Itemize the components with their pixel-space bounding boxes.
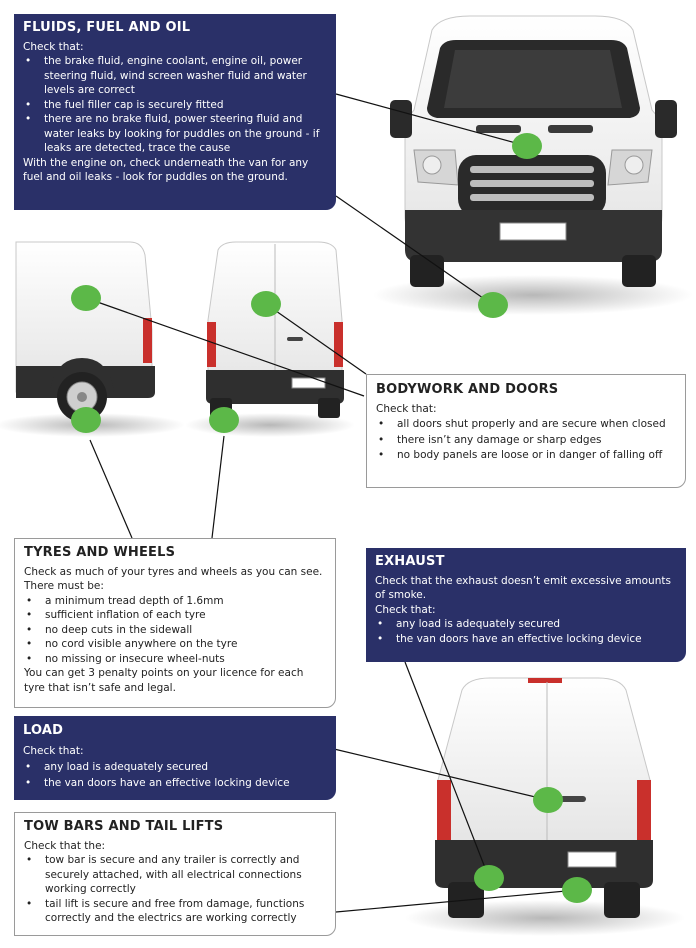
list-item: no deep cuts in the sidewall	[24, 623, 326, 638]
bodywork-intro: Check that:	[376, 402, 437, 415]
marker-fluids	[512, 133, 542, 159]
fluids-outro: With the engine on, check underneath the…	[23, 156, 309, 184]
list-item: the van doors have an effective locking …	[23, 775, 327, 791]
exhaust-title: EXHAUST	[375, 554, 445, 569]
marker-exhaust	[474, 865, 504, 891]
fluids-fuel-oil-panel: FLUIDS, FUEL AND OIL Check that: the bra…	[14, 14, 336, 210]
load-list: any load is adequately secured the van d…	[23, 759, 327, 791]
tyres-list: a minimum tread depth of 1.6mm sufficien…	[24, 594, 326, 667]
list-item: the brake fluid, engine coolant, engine …	[23, 54, 327, 98]
marker-rear-door	[251, 291, 281, 317]
list-item: sufficient inflation of each tyre	[24, 608, 326, 623]
rear-van-bottom	[405, 677, 685, 936]
exhaust-list: any load is adequately secured the van d…	[375, 617, 677, 646]
fluids-intro: Check that:	[23, 40, 84, 53]
exhaust-intro: Check that the exhaust doesn’t emit exce…	[375, 574, 671, 602]
marker-front-wheel	[478, 292, 508, 318]
list-item: no cord visible anywhere on the tyre	[24, 637, 326, 652]
rear-van-middle	[185, 241, 355, 437]
fluids-list: the brake fluid, engine coolant, engine …	[23, 54, 327, 156]
load-title: LOAD	[23, 723, 64, 738]
list-item: all doors shut properly and are secure w…	[376, 417, 676, 433]
fluids-title: FLUIDS, FUEL AND OIL	[23, 20, 191, 35]
bodywork-title: BODYWORK AND DOORS	[376, 382, 559, 397]
list-item: a minimum tread depth of 1.6mm	[24, 594, 326, 609]
exhaust-intro-2: Check that:	[375, 603, 436, 616]
list-item: tow bar is secure and any trailer is cor…	[24, 853, 326, 897]
marker-side-wheel	[71, 407, 101, 433]
bodywork-doors-panel: BODYWORK AND DOORS Check that: all doors…	[366, 374, 686, 488]
tyres-outro: You can get 3 penalty points on your lic…	[24, 667, 304, 694]
exhaust-panel: EXHAUST Check that the exhaust doesn’t e…	[366, 548, 686, 662]
load-panel: LOAD Check that: any load is adequately …	[14, 716, 336, 800]
marker-load	[533, 787, 563, 813]
tyres-intro: Check as much of your tyres and wheels a…	[24, 565, 323, 593]
towbars-title: TOW BARS AND TAIL LIFTS	[24, 819, 224, 834]
list-item: any load is adequately secured	[23, 759, 327, 775]
marker-rear-wheel	[209, 407, 239, 433]
front-van	[373, 15, 693, 315]
tyres-wheels-panel: TYRES AND WHEELS Check as much of your t…	[14, 538, 336, 708]
towbars-list: tow bar is secure and any trailer is cor…	[24, 853, 326, 926]
list-item: there are no brake fluid, power steering…	[23, 112, 327, 156]
list-item: the van doors have an effective locking …	[375, 632, 677, 647]
tyres-title: TYRES AND WHEELS	[24, 545, 176, 560]
list-item: there isn’t any damage or sharp edges	[376, 433, 676, 449]
towbars-intro: Check that the:	[24, 839, 106, 852]
leader-lines	[85, 93, 578, 913]
list-item: no missing or insecure wheel-nuts	[24, 652, 326, 667]
side-van	[0, 241, 185, 437]
list-item: no body panels are loose or in danger of…	[376, 448, 676, 464]
list-item: tail lift is secure and free from damage…	[24, 897, 326, 926]
list-item: the fuel filler cap is securely fitted	[23, 98, 327, 113]
marker-towbar	[562, 877, 592, 903]
load-intro: Check that:	[23, 745, 84, 757]
list-item: any load is adequately secured	[375, 617, 677, 632]
marker-side-body	[71, 285, 101, 311]
tow-bars-tail-lifts-panel: TOW BARS AND TAIL LIFTS Check that the: …	[14, 812, 336, 936]
bodywork-list: all doors shut properly and are secure w…	[376, 417, 676, 464]
